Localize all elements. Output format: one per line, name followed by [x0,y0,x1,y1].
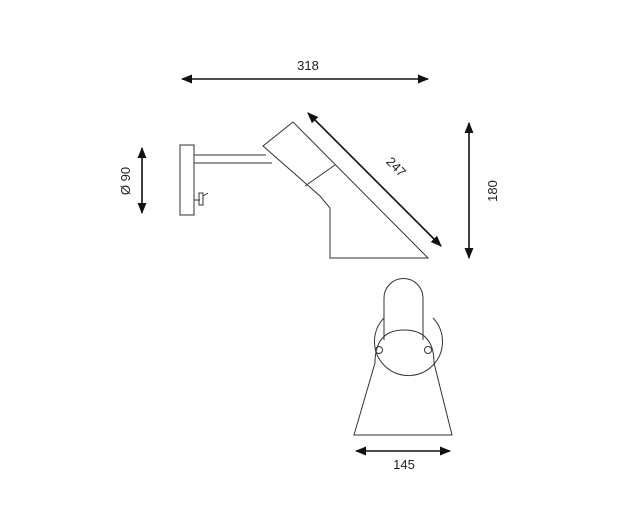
shade-joint-line [304,164,336,187]
dim-arrow-shade-length [307,112,442,247]
dim-label-width: 318 [297,58,319,73]
shade-cylinder-front [383,278,424,340]
wall-plate [179,144,195,216]
switch-knob [194,192,209,206]
arm [194,154,272,164]
dim-label-shade-width: 145 [393,457,415,472]
shade-cone-front [353,362,453,436]
wall-plate-front [374,317,443,376]
side-view: 318 Ø 90 247 180 [118,58,500,260]
screw-right [424,346,432,354]
dim-label-shade-length: 247 [383,154,409,180]
shade-side [262,121,430,259]
screw-left [375,346,383,354]
front-view: 145 [353,278,453,472]
dim-label-diameter: Ø 90 [118,167,133,195]
dim-label-height: 180 [485,180,500,202]
